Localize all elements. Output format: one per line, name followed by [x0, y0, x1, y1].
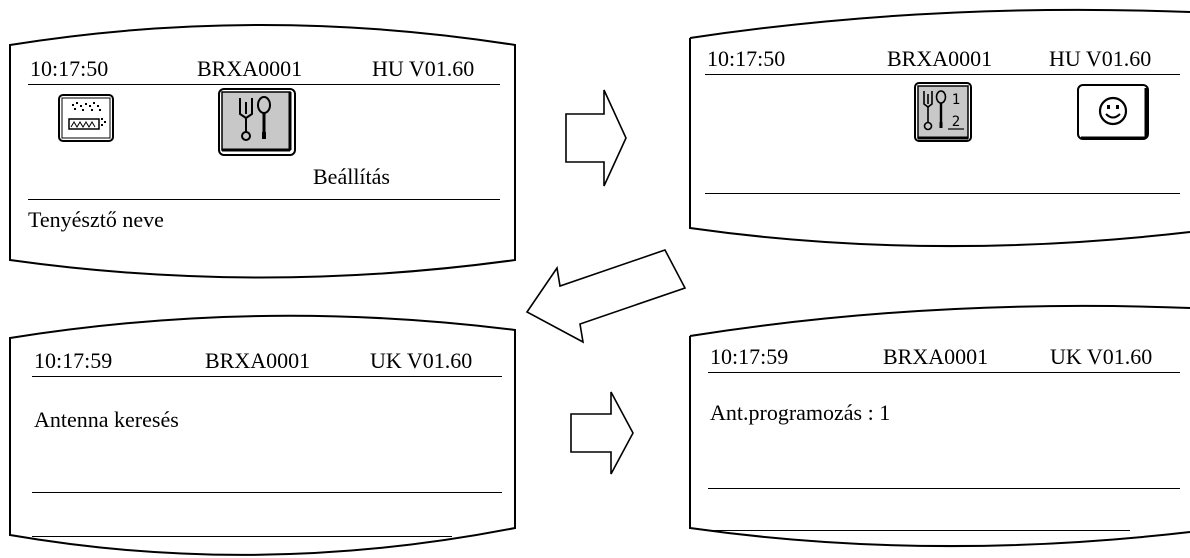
screen-panel-4: 10:17:59 BRXA0001 UK V01.60 Ant.programo…: [680, 300, 1190, 558]
arrow-right-icon: [565, 89, 627, 187]
screen-3-version: UK V01.60: [370, 348, 473, 373]
screen-3-header-divider: [32, 376, 502, 377]
screen-1-device-id: BRXA0001: [197, 56, 303, 81]
screen-4-footer-divider: [708, 488, 1180, 489]
settings-tools-icon: [218, 88, 296, 156]
screen-2-footer-divider: [705, 193, 1180, 194]
feeding-icon: [58, 94, 114, 142]
arrow-right-icon: [570, 391, 634, 475]
screen-1-version: HU V01.60: [372, 56, 475, 81]
smiley-face-icon: [1077, 84, 1149, 140]
screen-4-frame: [689, 304, 1190, 548]
svg-text:1: 1: [952, 92, 960, 108]
screen-panel-1: 10:17:50 BRXA0001 HU V01.60 Beállít: [0, 0, 520, 300]
screen-2-version: HU V01.60: [1049, 46, 1152, 71]
svg-text:2: 2: [952, 114, 960, 130]
screen-3-bottom-line: [32, 536, 452, 537]
screen-2-time: 10:17:50: [707, 46, 786, 71]
screen-1-header-divider: [28, 84, 500, 85]
arrow-down-left-icon: [525, 249, 687, 344]
screen-4-device-id: BRXA0001: [883, 344, 989, 369]
screen-1-footer-text: Tenyésztő neve: [28, 207, 164, 232]
screen-4-version: UK V01.60: [1050, 344, 1153, 369]
screen-4-body-text: Ant.programozás : 1: [710, 400, 891, 425]
screen-2-frame: [689, 8, 1190, 248]
screen-4-header-divider: [708, 372, 1180, 373]
screen-2-header-divider: [705, 74, 1180, 75]
screen-1-time: 10:17:50: [30, 56, 109, 81]
screen-2-device-id: BRXA0001: [887, 46, 993, 71]
settings-tools-12-icon: 1 2: [914, 82, 972, 142]
screen-1-selected-label: Beállítás: [313, 164, 390, 189]
screen-3-frame: [9, 314, 516, 556]
screen-3-time: 10:17:59: [34, 348, 113, 373]
screen-3-footer-divider: [32, 492, 502, 493]
screen-panel-2: 10:17:50 BRXA0001 HU V01.60 1 2: [680, 0, 1190, 250]
screen-4-time: 10:17:59: [710, 344, 789, 369]
screen-panel-3: 10:17:59 BRXA0001 UK V01.60 Antenna kere…: [0, 300, 520, 558]
screen-4-bottom-line: [708, 530, 1130, 531]
screen-3-body-text: Antenna keresés: [34, 407, 179, 432]
screen-3-device-id: BRXA0001: [205, 348, 311, 373]
screen-1-frame: [9, 24, 516, 279]
screen-1-footer-divider: [28, 199, 500, 200]
